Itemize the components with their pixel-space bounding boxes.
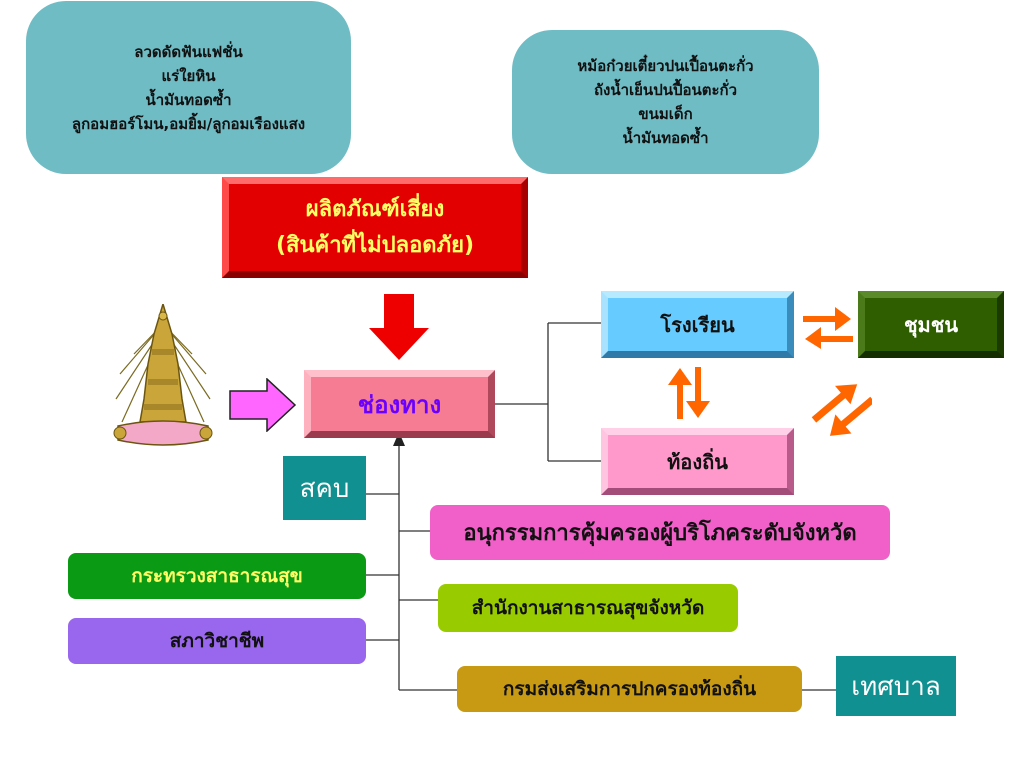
risk-items-bubble-left: ลวดดัดฟันแฟชั่น แร่ใยหิน น้ำมันทอดซ้ำ ลู…: [26, 1, 351, 174]
provincial-committee-box: อนุกรรมการคุ้มครองผู้บริโภคระดับจังหวัด: [430, 505, 890, 560]
municipality-box: เทศบาล: [836, 656, 956, 716]
risk-items-bubble-right: หม้อก๋วยเตี๋ยวปนเปื้อนตะกั่ว ถังน้ำเย็นป…: [512, 30, 819, 174]
bubble-right-line-2: ถังน้ำเย็นปนปื้อนตะกั่ว: [593, 81, 738, 99]
school-local-arrows-icon: [668, 367, 710, 419]
ministry-label: กระทรวงสาธารณสุข: [131, 565, 303, 587]
right-arrow-icon: [229, 378, 297, 432]
local-admin-dept-box: กรมส่งเสริมการปกครองท้องถิ่น: [457, 666, 802, 712]
bubble-left-line-1: ลวดดัดฟันแฟชั่น: [134, 42, 243, 61]
school-label: โรงเรียน: [660, 312, 735, 337]
local-community-arrows-icon: [811, 384, 872, 436]
channel-box: ช่องทาง: [304, 370, 495, 438]
channel-label: ช่องทาง: [357, 390, 442, 419]
bubble-left-line-2: แร่ใยหิน: [161, 66, 216, 85]
professional-council-box: สภาวิชาชีพ: [68, 618, 366, 664]
risk-product-box: ผลิตภัณฑ์เสี่ยง (สินค้าที่ไม่ปลอดภัย): [222, 177, 528, 278]
bubble-left-line-3: น้ำมันทอดซ้ำ: [145, 90, 232, 109]
local-box: ท้องถิ่น: [601, 428, 794, 495]
local-label: ท้องถิ่น: [667, 449, 728, 474]
municipality-label: เทศบาล: [851, 671, 941, 702]
bubble-left-line-4: ลูกอมฮอร์โมน,อมยิ้ม/ลูกอมเรืองแสง: [71, 114, 306, 133]
school-community-arrows-icon: [803, 307, 853, 349]
risk-product-subtitle: (สินค้าที่ไม่ปลอดภัย): [275, 232, 475, 258]
provincial-office-label: สำนักงานสาธารณสุขจังหวัด: [471, 597, 705, 619]
skb-box: สคบ: [283, 456, 366, 520]
local-admin-dept-label: กรมส่งเสริมการปกครองท้องถิ่น: [502, 678, 757, 700]
provincial-office-box: สำนักงานสาธารณสุขจังหวัด: [438, 584, 738, 632]
skb-label: สคบ: [299, 473, 350, 504]
school-box: โรงเรียน: [601, 291, 794, 358]
bubble-right-line-1: หม้อก๋วยเตี๋ยวปนเปื้อนตะกั่ว: [577, 57, 754, 75]
community-label: ชุมชน: [903, 312, 958, 337]
risk-product-title: ผลิตภัณฑ์เสี่ยง: [305, 196, 445, 222]
community-box: ชุมชน: [858, 291, 1004, 358]
bubble-right-line-3: ขนมเด็ก: [638, 105, 693, 123]
ministry-box: กระทรวงสาธารณสุข: [68, 553, 366, 599]
provincial-committee-label: อนุกรรมการคุ้มครองผู้บริโภคระดับจังหวัด: [463, 521, 857, 546]
bubble-right-line-4: น้ำมันทอดซ้ำ: [622, 129, 709, 147]
professional-council-label: สภาวิชาชีพ: [169, 630, 265, 652]
emblem-icon: [113, 304, 213, 446]
down-arrow-icon: [369, 294, 429, 360]
